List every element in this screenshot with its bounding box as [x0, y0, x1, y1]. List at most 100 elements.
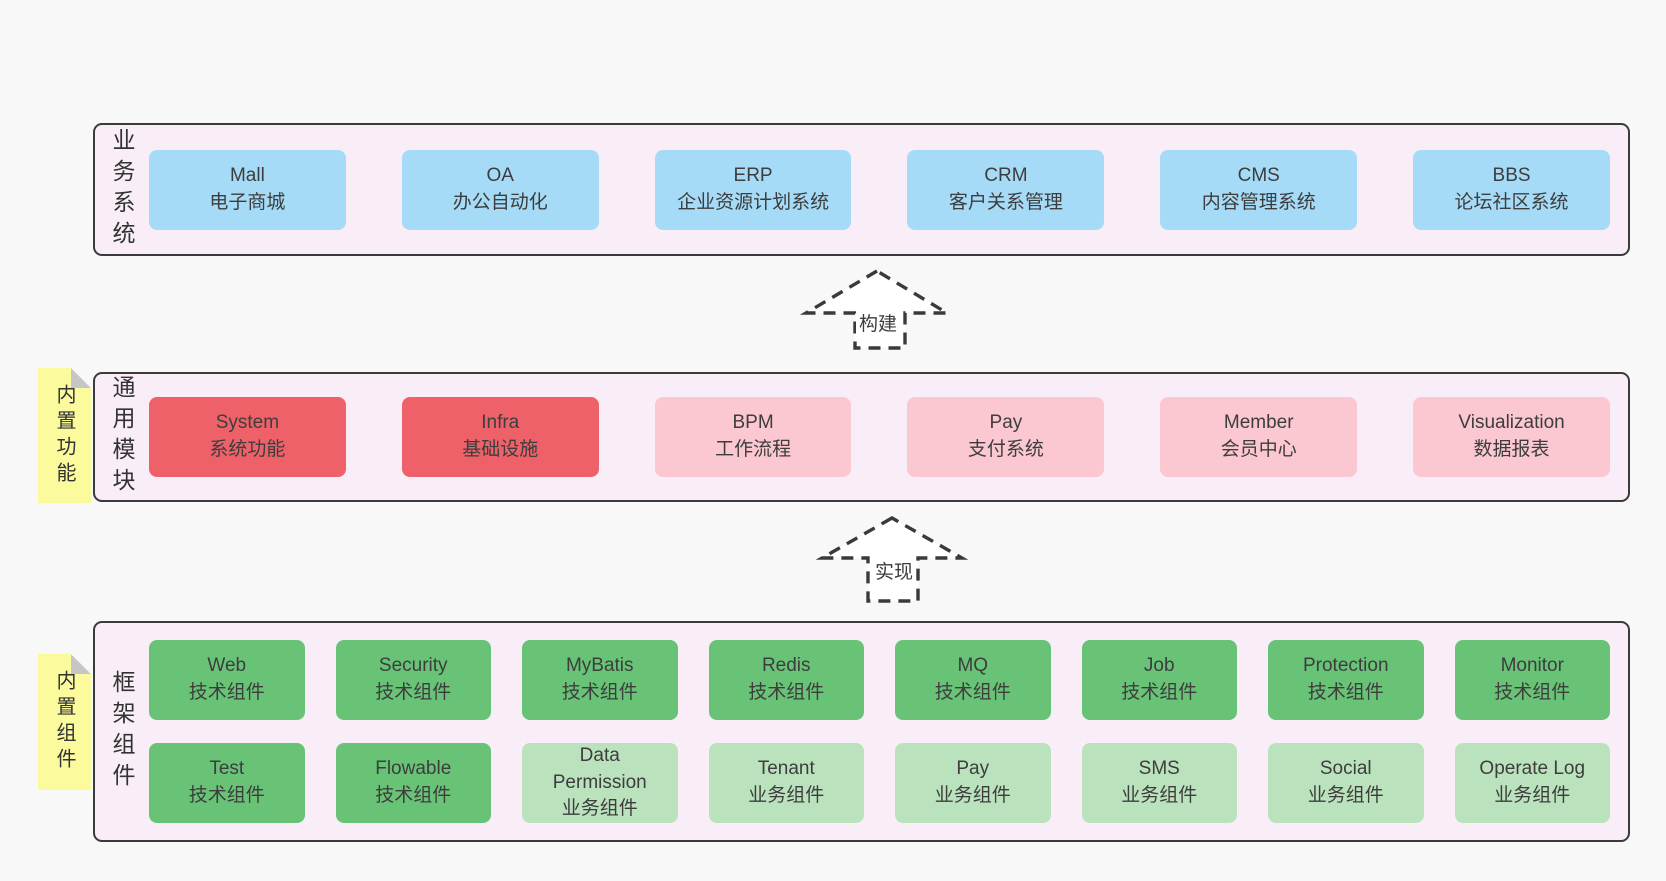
band-label-framework-components: 框架组件: [109, 669, 135, 794]
module-name: SMS: [1138, 758, 1180, 780]
module-desc: 业务组件: [934, 785, 1011, 806]
module-desc: 技术组件: [934, 682, 1011, 703]
module-box-test: Test 技术组件: [149, 743, 305, 823]
module-desc: 客户关系管理: [948, 191, 1063, 213]
module-desc: 技术组件: [1494, 682, 1571, 703]
module-name: Data Permission: [552, 744, 647, 793]
module-box-redis: Redis 技术组件: [708, 640, 864, 720]
folded-corner-icon: [71, 654, 91, 674]
module-box-web: Web 技术组件: [149, 640, 305, 720]
module-desc: 支付系统: [967, 439, 1044, 460]
module-box-visualization: Visualization 数据报表: [1413, 397, 1610, 477]
module-box-pay: Pay 支付系统: [907, 397, 1105, 477]
module-name: Job: [1143, 655, 1175, 677]
module-name: Test: [209, 758, 245, 780]
module-name: Web: [207, 655, 247, 677]
sticky-note-built-in-components: 内置组件: [38, 654, 91, 790]
module-name: System: [215, 412, 280, 434]
module-name: Security: [378, 655, 448, 677]
module-name: Social: [1319, 758, 1372, 780]
folded-corner-icon: [71, 368, 91, 388]
module-box-mybatis: MyBatis 技术组件: [522, 640, 678, 720]
module-name: Flowable: [375, 758, 452, 780]
module-box-infra: Infra 基础设施: [401, 397, 599, 477]
module-desc: 数据报表: [1473, 439, 1550, 460]
module-name: OA: [486, 164, 514, 186]
module-box-oa: OA 办公自动化: [401, 149, 599, 230]
module-desc: 工作流程: [715, 439, 792, 460]
module-name: CMS: [1237, 164, 1280, 186]
module-desc: 业务组件: [748, 785, 825, 806]
arrow-label-build: 构建: [856, 308, 901, 337]
module-box-mq: MQ 技术组件: [895, 640, 1051, 720]
module-desc: 技术组件: [375, 682, 452, 703]
module-name: Pay: [989, 412, 1023, 434]
module-name: Pay: [956, 758, 990, 780]
module-desc: 业务组件: [1121, 785, 1198, 806]
module-box-social: Social 业务组件: [1268, 743, 1424, 823]
module-row: System 系统功能 Infra 基础设施 BPM 工作流程 Pay 支付系统 Member 会…: [149, 397, 1610, 477]
module-desc: 会员中心: [1220, 439, 1297, 460]
module-box-operate-log: Operate Log 业务组件: [1454, 743, 1610, 823]
module-name: MyBatis: [565, 655, 634, 677]
band-common-modules: 通用模块 System 系统功能 Infra 基础设施 BPM 工作流程 Pay 支付系统 Me…: [93, 372, 1630, 502]
module-desc: 业务组件: [1307, 785, 1384, 806]
arrow-label-implement: 实现: [872, 556, 917, 585]
module-name: BBS: [1492, 164, 1531, 186]
module-name: Visualization: [1458, 412, 1565, 434]
module-box-bbs: BBS 论坛社区系统: [1413, 149, 1610, 230]
sticky-note-built-in-features: 内置功能: [38, 368, 91, 503]
module-desc: 技术组件: [1307, 682, 1384, 703]
module-box-data-permission: Data Permission 业务组件: [522, 743, 678, 823]
module-box-mall: Mall 电子商城: [149, 149, 346, 230]
module-desc: 技术组件: [1121, 682, 1198, 703]
module-box-protection: Protection 技术组件: [1268, 640, 1424, 720]
module-name: Monitor: [1500, 655, 1564, 677]
module-box-monitor: Monitor 技术组件: [1454, 640, 1610, 720]
module-desc: 办公自动化: [452, 191, 548, 213]
module-name: Infra: [481, 412, 520, 434]
module-desc: 技术组件: [188, 785, 265, 806]
common-modules-grid: System 系统功能 Infra 基础设施 BPM 工作流程 Pay 支付系统 Member 会…: [149, 374, 1628, 500]
module-box-job: Job 技术组件: [1081, 640, 1237, 720]
module-name: BPM: [732, 412, 774, 434]
module-box-tenant: Tenant 业务组件: [708, 743, 864, 823]
module-box-crm: CRM 客户关系管理: [907, 149, 1105, 230]
module-desc: 内容管理系统: [1201, 191, 1316, 213]
module-box-bpm: BPM 工作流程: [654, 397, 852, 477]
module-desc: 系统功能: [209, 439, 286, 460]
module-box-system: System 系统功能: [149, 397, 346, 477]
module-name: Mall: [229, 164, 265, 186]
module-name: Redis: [761, 655, 811, 677]
module-box-member: Member 会员中心: [1160, 397, 1358, 477]
module-desc: 技术组件: [561, 682, 638, 703]
module-name: Protection: [1302, 655, 1389, 677]
module-desc: 业务组件: [561, 798, 638, 820]
module-box-sms: SMS 业务组件: [1081, 743, 1237, 823]
module-desc: 技术组件: [188, 682, 265, 703]
module-desc: 论坛社区系统: [1454, 191, 1569, 213]
module-box-pay: Pay 业务组件: [895, 743, 1051, 823]
band-label-common-modules: 通用模块: [109, 375, 135, 499]
module-desc: 业务组件: [1494, 785, 1571, 806]
module-desc: 基础设施: [462, 439, 539, 460]
module-name: Member: [1223, 412, 1294, 434]
module-name: MQ: [957, 655, 989, 677]
band-label-business-systems: 业务系统: [109, 127, 135, 252]
module-desc: 电子商城: [209, 191, 286, 213]
module-name: Tenant: [757, 758, 815, 780]
module-name: Operate Log: [1479, 758, 1586, 780]
module-desc: 技术组件: [748, 682, 825, 703]
module-name: ERP: [733, 164, 773, 186]
module-name: CRM: [984, 164, 1028, 186]
